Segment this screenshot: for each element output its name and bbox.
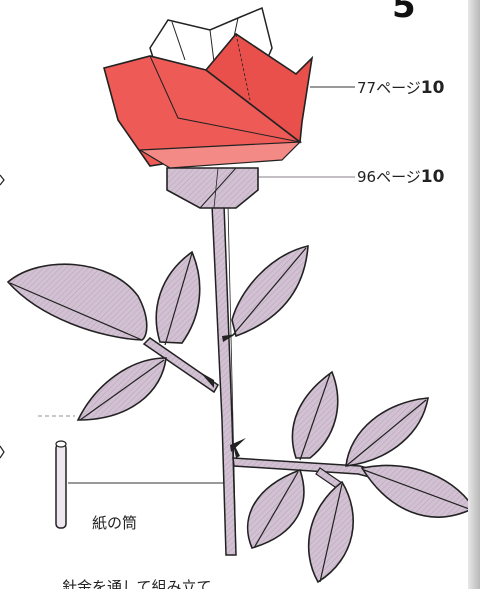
- leaf-right-upper: [345, 397, 429, 467]
- paper-tube: [55, 440, 67, 529]
- leaf-right-bottom-mid: [307, 480, 354, 584]
- reference-77: 77ページ10: [357, 77, 444, 98]
- edge-mark-left-1: [0, 174, 5, 186]
- reference-77-page: 77ページ: [357, 79, 421, 97]
- leaf-right-end: [360, 464, 476, 518]
- caption-text: 針金を通して組み立て: [62, 578, 212, 589]
- reference-96-page: 96ページ: [357, 168, 421, 186]
- tube-label: 紙の筒: [92, 514, 138, 532]
- page-edge-shadow: [468, 0, 480, 589]
- reference-77-step: 10: [420, 78, 445, 98]
- rose-calyx: [166, 167, 259, 209]
- branch-left: [142, 337, 219, 394]
- leaf-right-bottom-left: [246, 468, 305, 549]
- reference-96: 96ページ10: [357, 166, 444, 187]
- leaf-upper-right: [231, 244, 309, 338]
- leaf-upper-mid: [155, 250, 201, 346]
- leaf-upper-left: [6, 263, 148, 341]
- reference-96-step: 10: [420, 167, 445, 187]
- leaf-right-top: [291, 370, 339, 461]
- leaf-lower-left: [76, 357, 167, 421]
- step-number: 5: [392, 0, 416, 26]
- rose-blossom: [103, 6, 314, 169]
- thorns: [200, 334, 246, 458]
- edge-mark-left-2: [0, 445, 5, 459]
- rose-stem: [211, 204, 237, 556]
